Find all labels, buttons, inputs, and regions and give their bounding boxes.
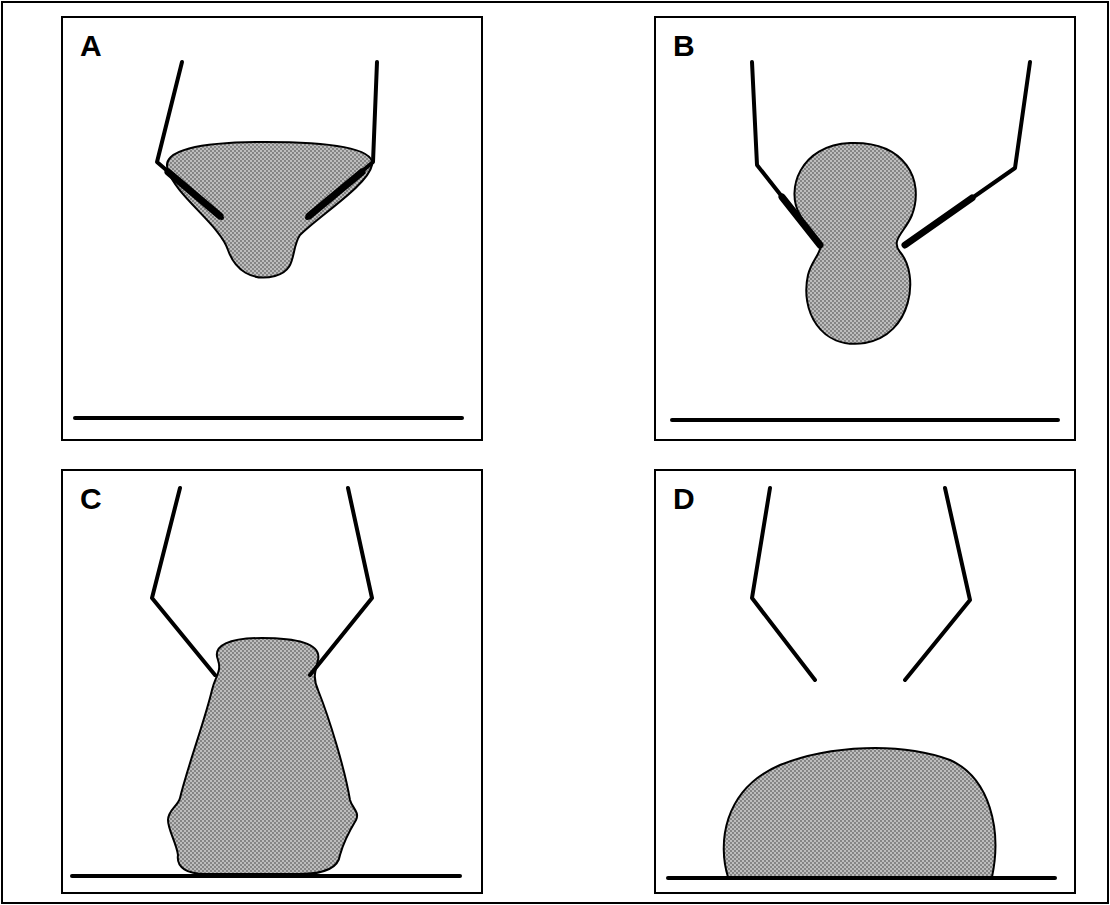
droplet xyxy=(724,748,996,877)
gripper-pad xyxy=(309,172,362,216)
substrate-line xyxy=(75,416,462,420)
panel-frame xyxy=(62,470,482,893)
figure-panel: A xyxy=(62,17,482,440)
gripper-pad xyxy=(905,198,972,245)
panel-label: C xyxy=(80,484,102,514)
gripper-finger xyxy=(152,488,215,675)
figure-panel: B xyxy=(655,17,1075,440)
droplet xyxy=(168,638,357,874)
gripper-pad xyxy=(168,172,220,216)
panel-label: A xyxy=(80,31,102,61)
gripper-finger xyxy=(157,62,222,218)
figure-panel: C xyxy=(62,470,482,893)
figure-panel: D xyxy=(655,470,1075,893)
panel-label: B xyxy=(673,31,695,61)
gripper-finger xyxy=(752,488,815,680)
panel-frame xyxy=(655,17,1075,440)
droplet xyxy=(167,142,372,278)
gripper-finger xyxy=(307,62,377,218)
gripper-pad xyxy=(782,197,820,245)
gripper-finger xyxy=(905,62,1030,245)
panel-frame xyxy=(655,470,1075,893)
panel-frame xyxy=(62,17,482,440)
gripper-finger xyxy=(310,488,372,675)
gripper-finger xyxy=(752,62,820,245)
gripper-finger xyxy=(905,488,970,680)
panel-label: D xyxy=(673,484,695,514)
droplet xyxy=(794,143,915,344)
substrate-line xyxy=(672,418,1058,422)
